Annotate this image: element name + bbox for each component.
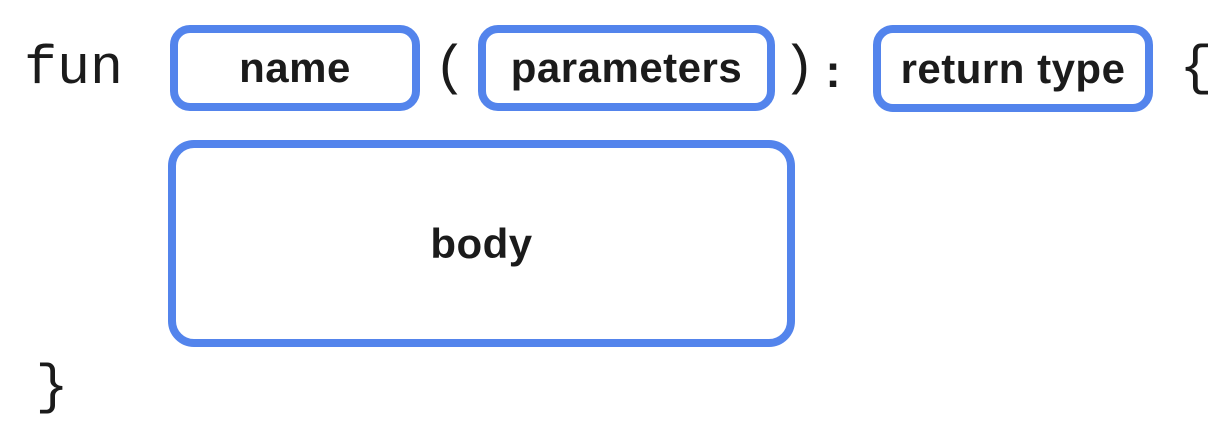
return-type-slot-box: return type xyxy=(873,25,1153,112)
colon-token: : xyxy=(825,45,841,97)
parameters-slot-box: parameters xyxy=(478,25,775,111)
open-brace-token: { xyxy=(1179,36,1213,100)
close-paren-token: ) xyxy=(782,36,816,100)
open-paren-token: ( xyxy=(433,36,467,100)
return-type-slot-label: return type xyxy=(900,44,1126,92)
body-slot-label: body xyxy=(430,219,533,267)
body-slot-box: body xyxy=(168,140,795,347)
name-slot-box: name xyxy=(170,25,420,111)
name-slot-label: name xyxy=(239,44,351,91)
parameters-slot-label: parameters xyxy=(510,44,743,91)
close-brace-token: } xyxy=(35,355,69,419)
fun-keyword: fun xyxy=(24,36,124,100)
